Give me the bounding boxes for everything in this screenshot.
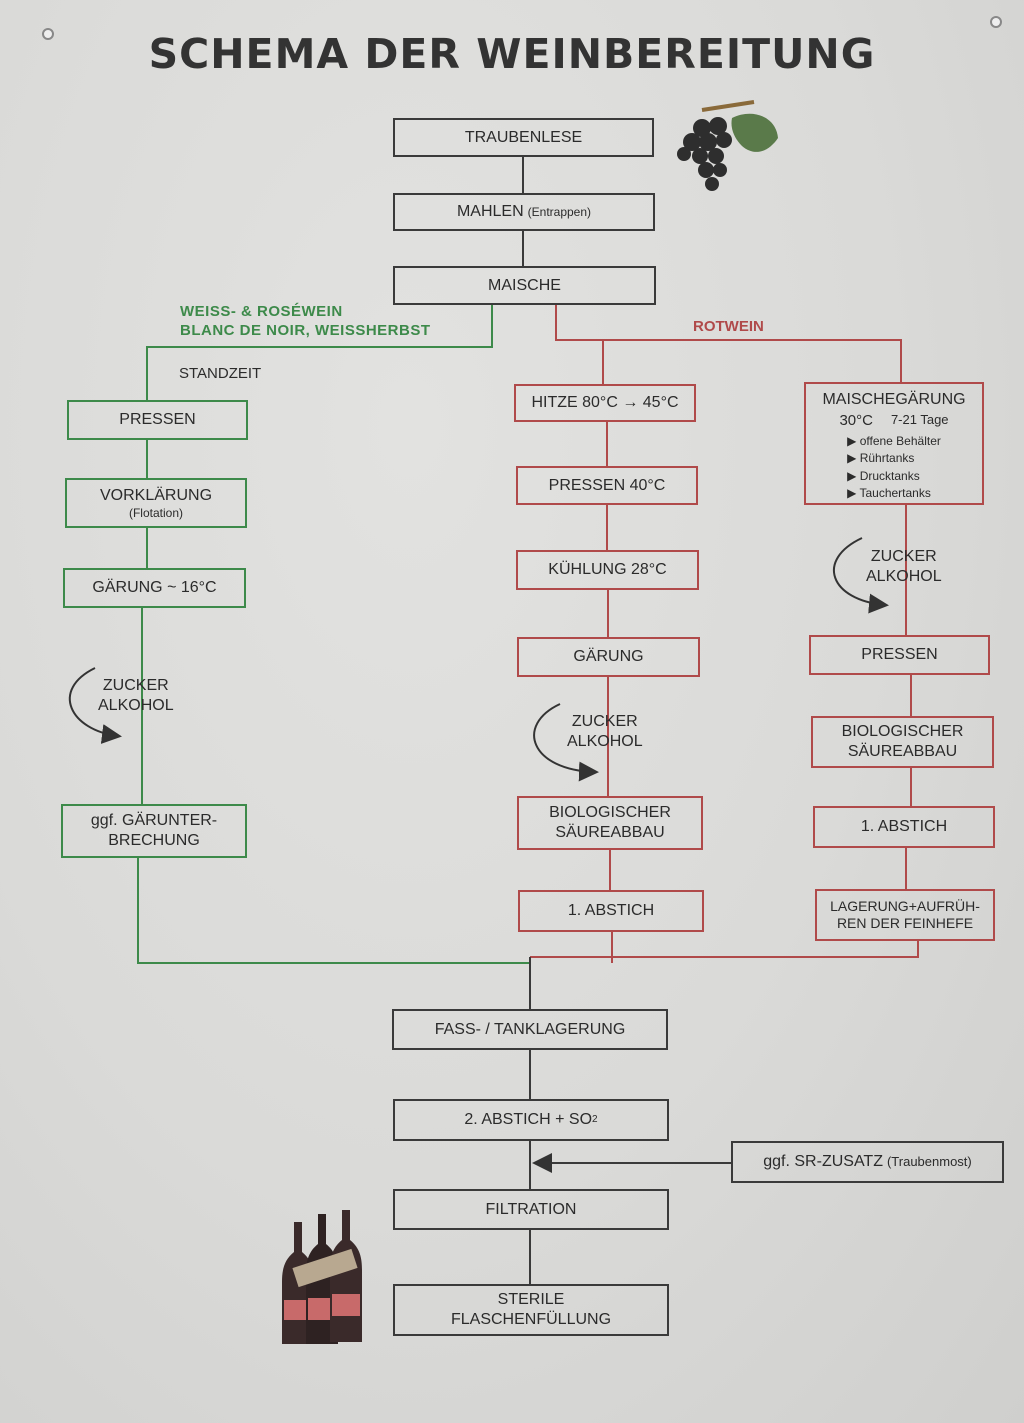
hitze-zucker: ZUCKER	[571, 713, 638, 730]
box-kuehlung: KÜHLUNG 28°C	[516, 550, 699, 590]
box-hitze-abstich: 1. ABSTICH	[518, 890, 704, 932]
pin-icon	[990, 16, 1002, 28]
box-vorklaerung: VORKLÄRUNG (Flotation)	[65, 478, 247, 528]
list-item: ▶ Tauchertanks	[847, 485, 931, 500]
maische-bsa-line-2: SÄUREABBAU	[847, 743, 958, 760]
hitze-abstich-label: 1. ABSTICH	[567, 902, 655, 919]
maische-pressen-label: PRESSEN	[861, 646, 938, 663]
maische-alkohol: ALKOHOL	[866, 568, 942, 585]
box-maische-abstich: 1. ABSTICH	[813, 806, 995, 848]
flaschenfuellung-line-2: FLASCHENFÜLLUNG	[450, 1311, 612, 1328]
branch-label-rotwein: ROTWEIN	[693, 318, 764, 335]
box-weiss-pressen: PRESSEN	[67, 400, 248, 440]
box-filtration: FILTRATION	[393, 1189, 669, 1230]
weiss-zucker: ZUCKER	[102, 677, 169, 694]
box-gaerunterbrechung: ggf. GÄRUNTER- BRECHUNG	[61, 804, 247, 858]
hitze-bsa-line-2: SÄUREABBAU	[555, 824, 665, 841]
filtration-label: FILTRATION	[485, 1200, 577, 1218]
box-sr-zusatz: ggf. SR-ZUSATZ (Traubenmost)	[731, 1141, 1004, 1183]
weiss-alkohol: ALKOHOL	[98, 697, 174, 714]
weiss-pressen-label: PRESSEN	[119, 411, 196, 428]
branch-label-weiss: WEISS- & ROSÉWEIN BLANC DE NOIR, WEISSHE…	[180, 303, 431, 341]
list-item: ▶ Drucktanks	[847, 468, 920, 483]
traubenlese-label: TRAUBENLESE	[464, 128, 583, 146]
box-flaschenfuellung: STERILE FLASCHENFÜLLUNG	[393, 1284, 669, 1336]
pin-icon	[42, 28, 54, 40]
weiss-line-1: WEISS- & ROSÉWEIN	[180, 303, 343, 320]
list-item: ▶ offene Behälter	[847, 433, 941, 448]
box-hitze-gaerung: GÄRUNG	[517, 637, 700, 677]
box-maische-pressen: PRESSEN	[809, 635, 990, 675]
list-item: ▶ Rührtanks	[847, 451, 915, 466]
box-hitze-bsa: BIOLOGISCHER SÄUREABBAU	[517, 796, 703, 850]
tank-list: ▶ offene Behälter ▶ Rührtanks ▶ Drucktan…	[847, 433, 941, 503]
sr-zusatz-note: (Traubenmost)	[886, 1153, 972, 1169]
hitze-label: HITZE 80°C → 45°C	[531, 394, 679, 411]
abstich2-subscript: 2	[592, 1113, 598, 1125]
hitze-gaerung-label: GÄRUNG	[573, 648, 644, 665]
tanklagerung-label: FASS- / TANKLAGERUNG	[434, 1020, 626, 1038]
box-maischegaerung: MAISCHEGÄRUNG 30°C 7-21 Tage ▶ offene Be…	[804, 382, 984, 505]
vorklaerung-label: VORKLÄRUNG	[99, 486, 213, 504]
gaerunterbrechung-line-1: ggf. GÄRUNTER-	[90, 812, 218, 829]
maische-zucker: ZUCKER	[870, 548, 937, 565]
box-maische: MAISCHE	[393, 266, 656, 305]
box-hitze-pressen: PRESSEN 40°C	[516, 466, 698, 505]
box-mahlen: MAHLEN (Entrappen)	[393, 193, 655, 231]
kuehlung-label: KÜHLUNG 28°C	[548, 561, 667, 578]
page-title: SCHEMA DER WEINBEREITUNG	[148, 30, 876, 78]
hitze-pressen-label: PRESSEN 40°C	[548, 476, 666, 494]
maischegaerung-temp: 30°C	[839, 412, 873, 429]
grapes-icon	[677, 100, 778, 191]
hitze-bsa-line-1: BIOLOGISCHER	[549, 804, 671, 821]
mahlen-label: MAHLEN	[456, 203, 524, 220]
maischegaerung-title: MAISCHEGÄRUNG	[822, 391, 966, 408]
hitze-alkohol: ALKOHOL	[567, 733, 643, 750]
maischegaerung-days: 7-21 Tage	[890, 412, 949, 427]
standzeit-label: STANDZEIT	[179, 365, 262, 382]
maische-label: MAISCHE	[488, 276, 561, 294]
gaerunterbrechung-line-2: BRECHUNG	[108, 832, 200, 849]
weiss-line-2: BLANC DE NOIR, WEISSHERBST	[180, 321, 431, 339]
abstich2-label: 2. ABSTICH + SO	[464, 1111, 593, 1128]
weiss-gaerung-label: GÄRUNG ~ 16°C	[92, 579, 217, 596]
flaschenfuellung-line-1: STERILE	[497, 1291, 565, 1308]
box-weiss-gaerung: GÄRUNG ~ 16°C	[63, 568, 246, 608]
box-traubenlese: TRAUBENLESE	[393, 118, 654, 157]
maische-zucker-alkohol: ZUCKER ALKOHOL	[866, 547, 942, 587]
vorklaerung-note: (Flotation)	[128, 505, 184, 520]
box-lagerung-feinhefe: LAGERUNG+AUFRÜH- REN DER FEINHEFE	[815, 889, 995, 941]
box-maische-bsa: BIOLOGISCHER SÄUREABBAU	[811, 716, 994, 768]
box-hitze: HITZE 80°C → 45°C	[514, 384, 696, 422]
sr-zusatz-label: ggf. SR-ZUSATZ	[763, 1153, 883, 1170]
maische-abstich-label: 1. ABSTICH	[860, 818, 948, 835]
box-tanklagerung: FASS- / TANKLAGERUNG	[392, 1009, 668, 1050]
lagerung-feinhefe-line-1: LAGERUNG+AUFRÜH-	[830, 897, 980, 914]
weiss-zucker-alkohol: ZUCKER ALKOHOL	[98, 676, 174, 716]
hitze-zucker-alkohol: ZUCKER ALKOHOL	[567, 712, 643, 752]
lagerung-feinhefe-line-2: REN DER FEINHEFE	[836, 915, 974, 931]
wine-bottles-icon	[282, 1210, 362, 1344]
maische-bsa-line-1: BIOLOGISCHER	[841, 723, 964, 740]
mahlen-note: (Entrappen)	[527, 204, 592, 219]
